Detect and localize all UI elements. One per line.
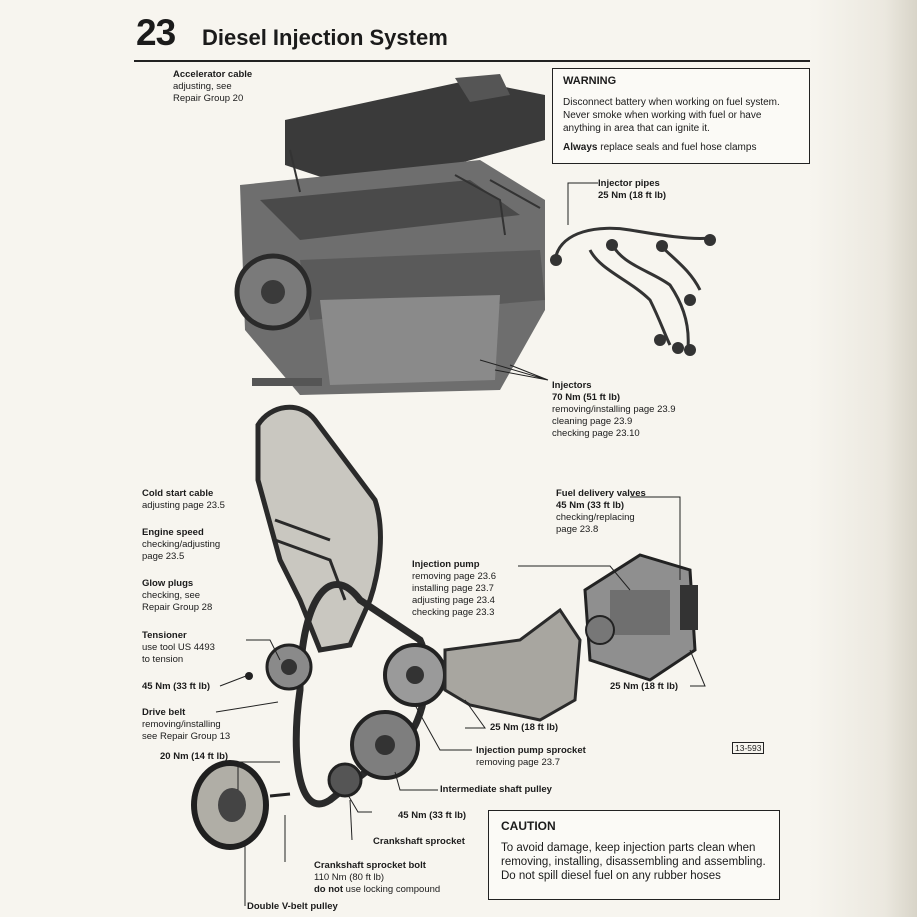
label-pump-bolt-torque: 25 Nm (18 ft lb) bbox=[610, 681, 679, 692]
page-title: Diesel Injection System bbox=[202, 25, 448, 50]
double-vbelt-pulley-drawing bbox=[191, 760, 291, 850]
injection-pump-drawing bbox=[583, 553, 698, 682]
label-crankshaft-sprocket-bolt: Crankshaft sprocket bolt 110 Nm (80 ft l… bbox=[314, 860, 441, 895]
warning-box: WARNING Disconnect battery when working … bbox=[552, 68, 810, 164]
injection-pump-sprocket-drawing bbox=[383, 643, 447, 707]
label-fuel-delivery-valves: Fuel delivery valves 45 Nm (33 ft lb) ch… bbox=[556, 488, 646, 535]
label-crank-bolt-torque: 45 Nm (33 ft lb) bbox=[398, 810, 467, 821]
label-drive-belt: Drive belt removing/installing see Repai… bbox=[142, 707, 231, 742]
label-injector-pipes: Injector pipes 25 Nm (18 ft lb) bbox=[598, 178, 667, 201]
warning-always: Always replace seals and fuel hose clamp… bbox=[563, 142, 757, 153]
injector-pipe-nuts bbox=[550, 234, 716, 356]
label-tensioner: Tensioner use tool US 4493 to tension bbox=[142, 630, 215, 665]
label-crankshaft-sprocket: Crankshaft sprocket bbox=[373, 836, 465, 847]
label-double-vbelt-pulley: Double V-belt pulley bbox=[247, 901, 338, 912]
figure-reference: 13-593 bbox=[732, 742, 765, 754]
injector-pipes-drawing bbox=[553, 226, 711, 349]
engine-head-drawing bbox=[234, 74, 545, 395]
label-injection-pump: Injection pump removing page 23.6 instal… bbox=[412, 559, 496, 618]
intermediate-shaft-pulley-drawing bbox=[350, 710, 420, 780]
warning-text: Disconnect battery when working on fuel … bbox=[563, 97, 780, 134]
label-injection-pump-sprocket: Injection pump sprocket removing page 23… bbox=[476, 745, 586, 768]
label-accelerator-cable: Accelerator cable adjusting, see Repair … bbox=[173, 69, 253, 104]
caution-heading: CAUTION bbox=[501, 819, 556, 833]
pump-bracket-drawing bbox=[443, 607, 582, 722]
label-pulley-bolt-torque: 20 Nm (14 ft lb) bbox=[160, 751, 229, 762]
label-tensioner-torque: 45 Nm (33 ft lb) bbox=[142, 681, 211, 692]
label-engine-speed: Engine speed checking/adjusting page 23.… bbox=[142, 527, 221, 562]
tensioner-drawing bbox=[245, 643, 313, 691]
timing-cover-drawing bbox=[255, 404, 383, 653]
label-injectors: Injectors 70 Nm (51 ft lb) removing/inst… bbox=[552, 380, 676, 439]
chapter-number: 23 bbox=[136, 12, 176, 53]
warning-heading: WARNING bbox=[563, 75, 617, 87]
header-rule bbox=[134, 60, 810, 62]
caution-box: CAUTION To avoid damage, keep injection … bbox=[488, 810, 780, 900]
label-glow-plugs: Glow plugs checking, see Repair Group 28 bbox=[142, 578, 213, 613]
crankshaft-sprocket-drawing bbox=[327, 762, 363, 798]
label-bracket-bolt-torque: 25 Nm (18 ft lb) bbox=[490, 722, 559, 733]
leader-lines bbox=[215, 182, 706, 906]
page-edge-shadow bbox=[809, 0, 917, 917]
label-cold-start-cable: Cold start cable adjusting page 23.5 bbox=[142, 488, 225, 511]
label-intermediate-shaft-pulley: Intermediate shaft pulley bbox=[440, 784, 552, 795]
caution-text: To avoid damage, keep injection parts cl… bbox=[501, 842, 766, 882]
